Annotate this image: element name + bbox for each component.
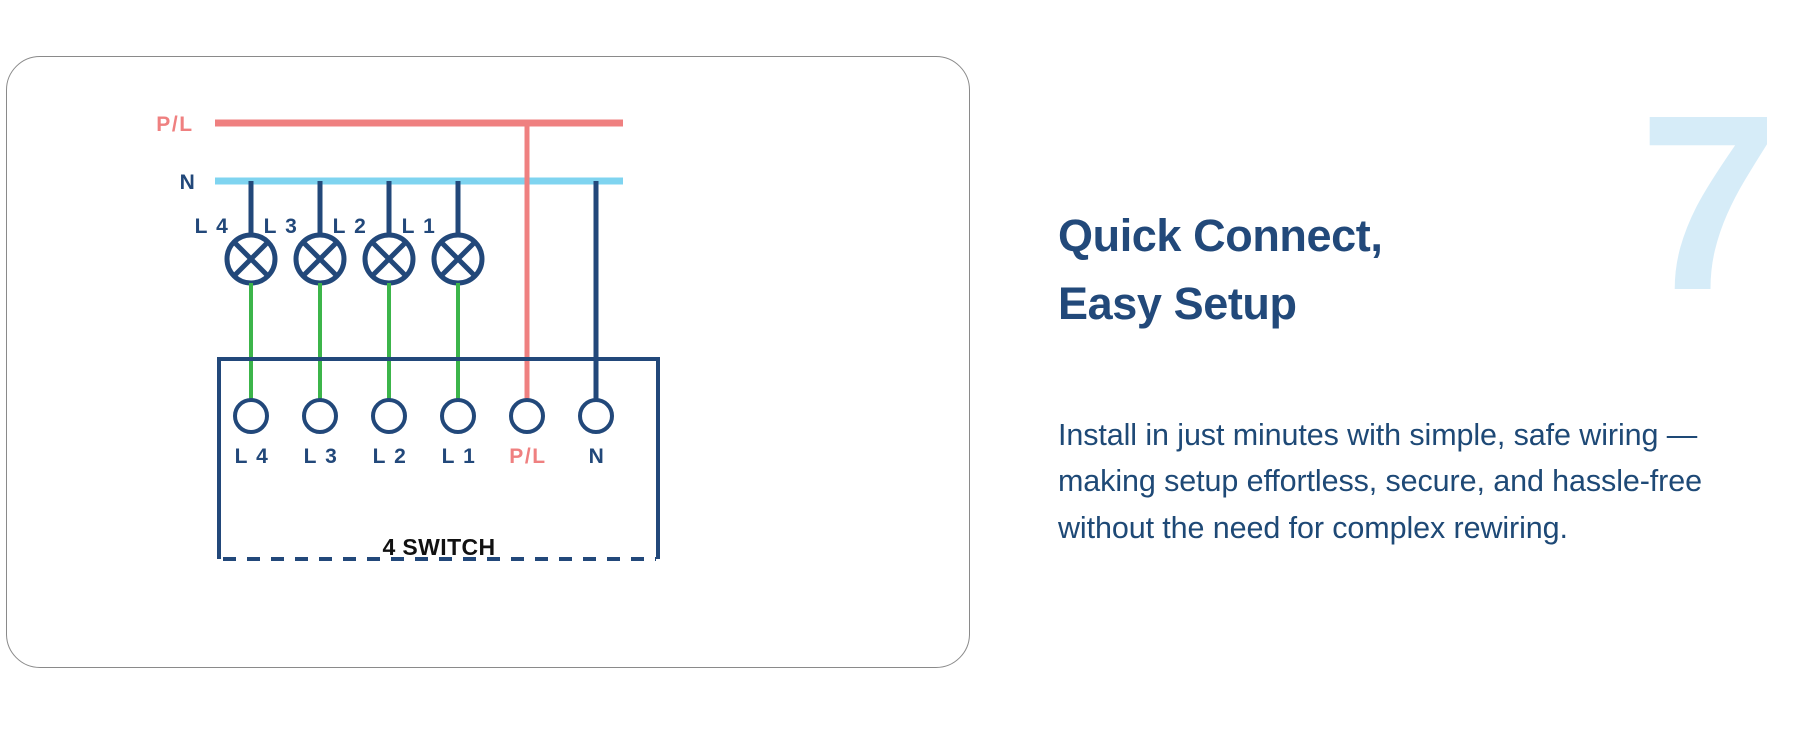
lamp-label-l1: L 1 bbox=[402, 215, 437, 238]
terminal-label-n: N bbox=[589, 445, 606, 468]
page-title-line-1: Quick Connect, bbox=[1058, 210, 1383, 261]
n-bus-label: N bbox=[180, 171, 197, 194]
terminal-circle-l1 bbox=[440, 398, 476, 434]
terminal-label-l1: L 1 bbox=[442, 445, 477, 468]
content-panel: 7 Quick Connect, Easy Setup Install in j… bbox=[1058, 0, 1800, 738]
terminal-circle-pl bbox=[509, 398, 545, 434]
terminal-label-l2: L 2 bbox=[373, 445, 408, 468]
page-title: Quick Connect, Easy Setup bbox=[1058, 202, 1618, 339]
lamp-symbol-l1 bbox=[431, 232, 485, 286]
switch-body-outline bbox=[217, 357, 660, 559]
terminal-circle-n bbox=[578, 398, 614, 434]
wiring-diagram-svg: P/L N L 4 L 3 bbox=[156, 113, 660, 561]
page-title-line-2: Easy Setup bbox=[1058, 278, 1297, 330]
terminal-circle-l4 bbox=[233, 398, 269, 434]
terminal-label-pl: P/L bbox=[509, 445, 546, 468]
lamp-label-l2: L 2 bbox=[333, 215, 368, 238]
lamp-symbol-l3 bbox=[293, 232, 347, 286]
lamp-symbol-l4 bbox=[224, 232, 278, 286]
terminal-circle-l3 bbox=[302, 398, 338, 434]
terminal-label-l4: L 4 bbox=[235, 445, 270, 468]
lamp-symbol-l2 bbox=[362, 232, 416, 286]
terminal-label-l3: L 3 bbox=[304, 445, 339, 468]
lamp-label-l3: L 3 bbox=[264, 215, 299, 238]
lamp-label-l4: L 4 bbox=[195, 215, 230, 238]
step-number-watermark: 7 bbox=[1638, 63, 1778, 342]
pl-bus-label: P/L bbox=[156, 113, 193, 136]
diagram-caption: 4 SWITCH bbox=[382, 534, 495, 560]
terminal-circle-l2 bbox=[371, 398, 407, 434]
description-text: Install in just minutes with simple, saf… bbox=[1058, 418, 1702, 545]
diagram-card: P/L N L 4 L 3 bbox=[6, 56, 970, 668]
